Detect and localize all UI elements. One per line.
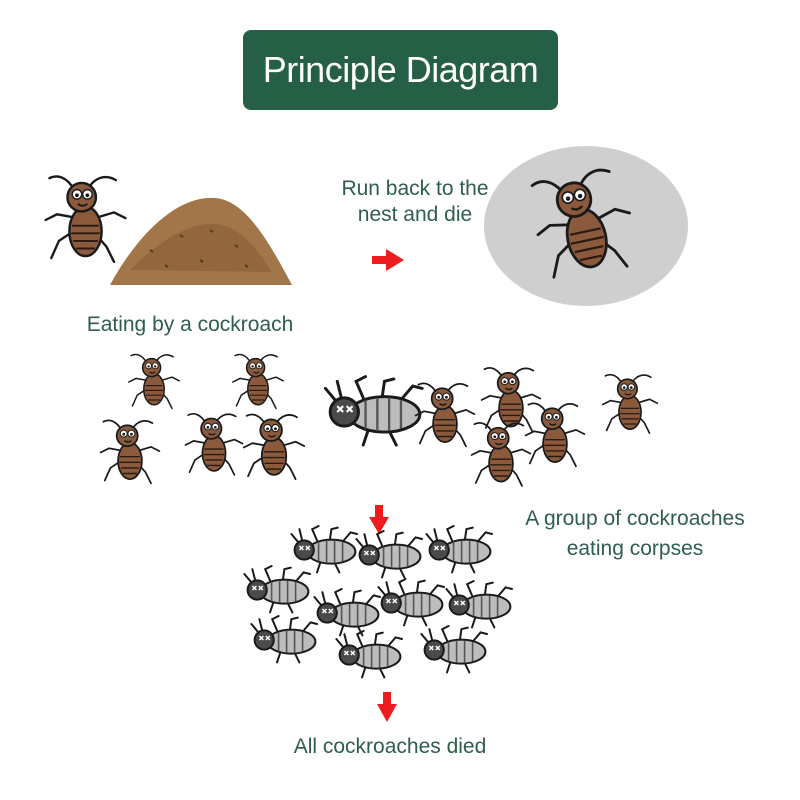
cockroach-icon	[470, 421, 532, 487]
arrow-down-icon	[369, 505, 389, 534]
caption-group-line-1: A group of cockroaches	[525, 507, 745, 530]
cockroach-icon	[480, 366, 542, 433]
dead-cockroach-icon	[335, 630, 404, 679]
dead-cockroach-icon	[323, 374, 424, 447]
dead-cockroach-icon	[445, 580, 514, 629]
caption-all-died: All cockroaches died	[250, 734, 530, 760]
cockroach-icon	[414, 382, 476, 448]
dead-cockroach-icon	[243, 565, 312, 614]
caption-all-died-text: All cockroaches died	[293, 735, 487, 758]
cockroach-icon	[127, 353, 181, 410]
dead-cockroach-pile	[243, 525, 514, 679]
dead-cockroach-icon	[290, 525, 359, 574]
caption-group: A group of cockroaches eating corpses	[495, 504, 775, 564]
caption-eating: Eating by a cockroach	[40, 312, 340, 338]
arrow-down-icon	[377, 692, 397, 722]
cockroach-icon	[242, 413, 306, 481]
bait-pile-icon	[110, 197, 292, 285]
caption-group-line-2: eating corpses	[566, 537, 704, 560]
cockroach-icon	[601, 373, 659, 435]
cockroach-group	[99, 353, 659, 487]
cockroach-icon	[184, 412, 244, 477]
dead-cockroach-icon	[425, 525, 494, 574]
caption-run-line-2: nest and die	[357, 203, 473, 226]
cockroach-icon	[43, 174, 128, 264]
caption-run-line-1: Run back to the	[341, 177, 489, 200]
diagram-title: Principle Diagram	[262, 49, 539, 90]
cockroach-icon	[99, 419, 161, 485]
dead-cockroach-icon	[250, 615, 319, 664]
cockroach-icon	[524, 402, 586, 468]
caption-run-back: Run back to the nest and die	[310, 176, 520, 228]
cockroach-icon	[231, 353, 285, 410]
running-cockroach-icon	[525, 163, 642, 285]
dead-cockroach-icon	[377, 578, 446, 627]
dead-cockroach-icon	[420, 625, 489, 674]
dead-cockroach-icon	[313, 588, 382, 637]
title-banner: Principle Diagram	[243, 30, 558, 110]
arrow-right-icon	[372, 249, 404, 271]
caption-eating-text: Eating by a cockroach	[86, 313, 294, 336]
dead-cockroach-icon	[355, 530, 424, 579]
